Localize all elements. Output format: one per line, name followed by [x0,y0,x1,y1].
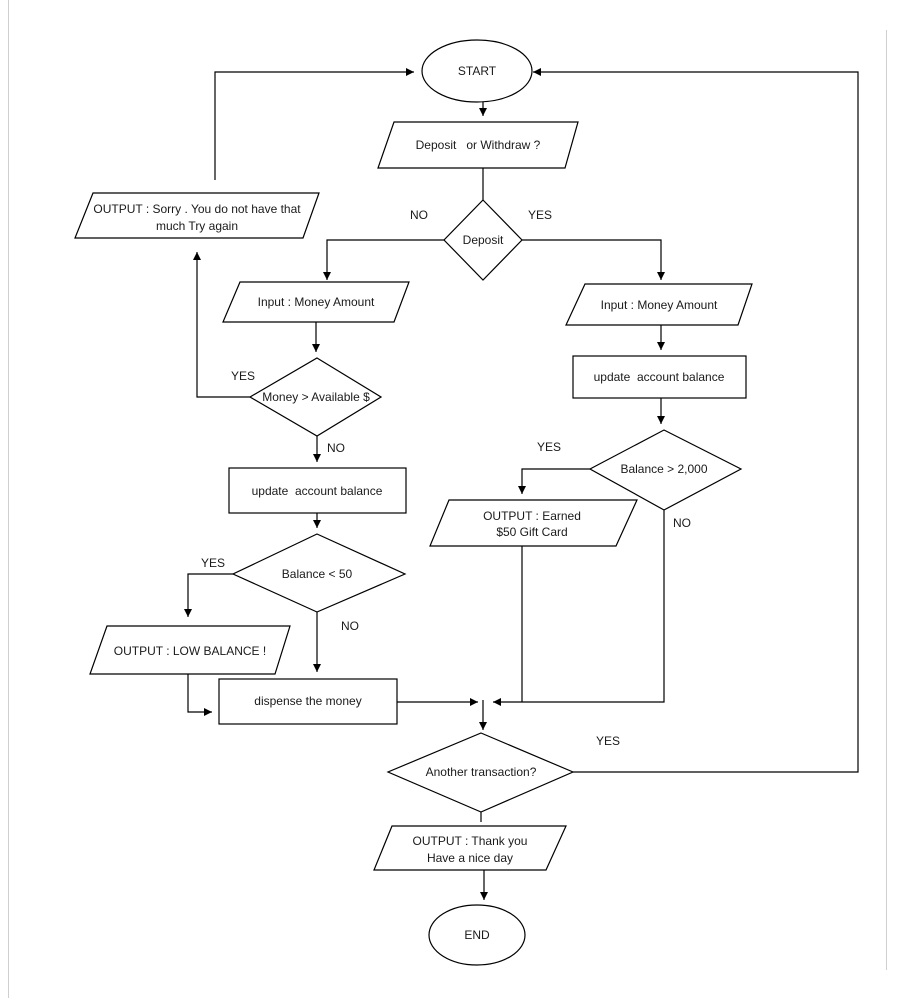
start-label: START [458,64,497,78]
thanks-line2: Have a nice day [427,851,513,865]
gift-check-label: Balance > 2,000 [620,462,707,476]
thanks-line1: OUTPUT : Thank you [413,834,528,848]
low-yes-label: YES [201,556,225,570]
available-no-label: NO [327,441,345,455]
thanks-node: OUTPUT : Thank you Have a nice day [373,825,567,871]
deposit-diamond [443,199,523,281]
sorry-label-line1: OUTPUT : Sorry . You do not have that [93,202,301,216]
dispense-node: dispense the money [218,678,398,725]
right-update-label: update account balance [594,370,725,384]
available-check-diamond [248,357,383,437]
left-update-label: update account balance [252,484,383,498]
available-check-node: Money > Available $ [248,357,383,437]
sorry-output-node: OUTPUT : Sorry . You do not have that mu… [74,192,320,239]
sorry-to-start-arrow [214,68,414,180]
yes-branch-arrow [522,239,665,280]
end-terminal [428,904,526,966]
low-check-node: Balance < 50 [231,533,407,613]
connectors [184,68,859,900]
sorry-label-line2: much Try again [156,219,238,233]
low-check-diamond [231,533,407,613]
gift-output-node: OUTPUT : Earned $50 Gift Card [429,499,638,547]
right-update-node: update account balance [572,355,747,399]
gift-output-line1: OUTPUT : Earned [483,509,581,523]
left-input-parallelogram [222,281,410,323]
available-check-label: Money > Available $ [262,390,370,404]
gift-output-parallelogram [429,499,638,547]
low-output-node: OUTPUT : LOW BALANCE ! [89,625,291,675]
available-yes-label: YES [231,369,255,383]
gift-no-label: NO [673,516,691,530]
right-input-label: Input : Money Amount [601,298,718,312]
gift-check-node: Balance > 2,000 [588,429,743,511]
check-yes-arrow [193,252,250,398]
low-no-label: NO [341,619,359,633]
giftcheck-yes-arrow [518,468,590,494]
dispense-box [218,678,398,725]
right-border [886,30,887,970]
yes-branch-label: YES [528,208,552,222]
gift-check-diamond [588,429,743,511]
left-input-label: Input : Money Amount [258,295,375,309]
another-diamond [386,732,575,813]
right-update-box [572,355,747,399]
end-label: END [464,928,490,942]
right-input-parallelogram [565,283,753,326]
start-terminal [421,39,533,103]
another-label: Another transaction? [426,765,537,779]
left-input-node: Input : Money Amount [222,281,410,323]
dispense-label: dispense the money [254,694,361,708]
another-yes-label: YES [596,734,620,748]
no-branch-arrow [323,239,444,280]
choice-parallelogram [377,121,579,169]
another-yes-arrow [533,68,859,773]
another-node: Another transaction? [386,732,575,813]
no-branch-label: NO [410,208,428,222]
start-node: START [421,39,533,103]
gift-yes-label: YES [537,440,561,454]
lowcheck-yes-arrow [184,573,233,617]
deposit-label: Deposit [463,233,504,247]
thanks-parallelogram [373,825,567,871]
sorry-parallelogram [74,192,320,239]
left-border [8,0,9,998]
low-output-to-dispense-arrow [187,674,212,716]
low-output-label: OUTPUT : LOW BALANCE ! [114,644,266,658]
low-output-parallelogram [89,625,291,675]
low-check-label: Balance < 50 [282,567,353,581]
right-input-node: Input : Money Amount [565,283,753,326]
left-update-node: update account balance [228,467,407,514]
choice-label: Deposit or Withdraw ? [416,138,541,152]
left-update-box [228,467,407,514]
end-node: END [428,904,526,966]
choice-node: Deposit or Withdraw ? [377,121,579,169]
deposit-node: Deposit [443,199,523,281]
gift-output-line2: $50 Gift Card [496,525,567,539]
giftcheck-no-arrow [493,510,665,706]
